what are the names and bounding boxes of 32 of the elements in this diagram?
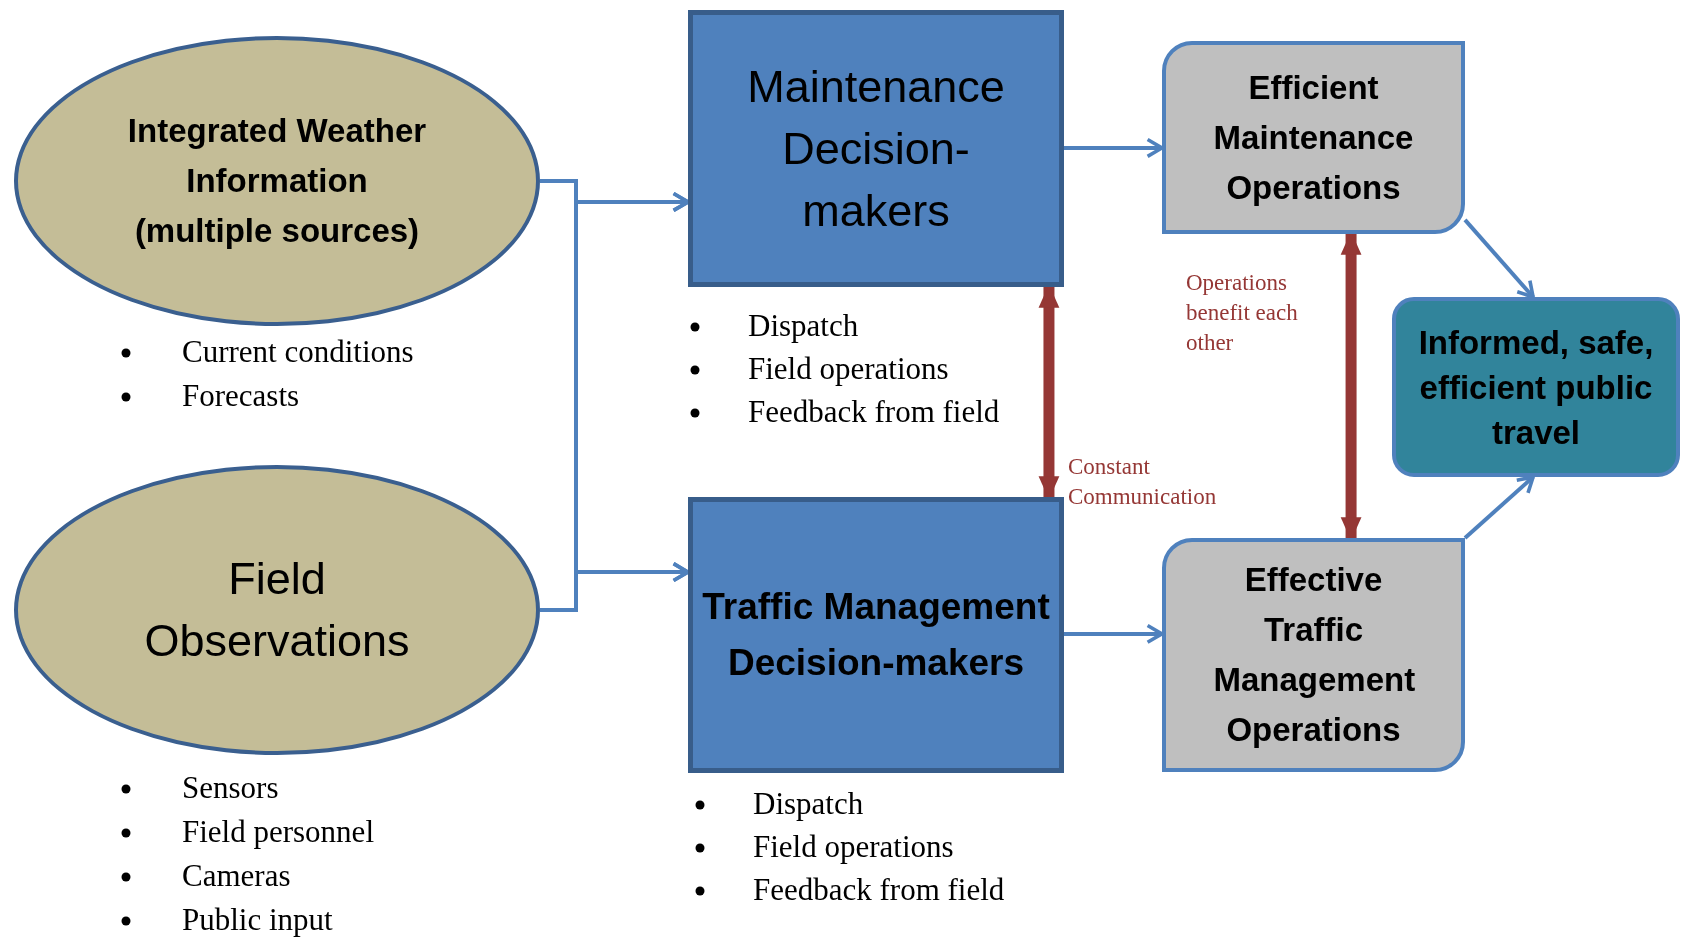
decision-box bbox=[688, 497, 1064, 773]
node-label: Integrated Weather Information (multiple sources) bbox=[126, 111, 428, 251]
arrow bbox=[1064, 137, 1164, 159]
node-label: Efficient Maintenance Operations bbox=[1212, 67, 1415, 208]
bullet-text: Forecasts bbox=[182, 378, 300, 414]
arrow bbox=[1463, 475, 1535, 540]
bullet-text: Field operations bbox=[753, 829, 954, 865]
decision-box bbox=[688, 10, 1064, 287]
bullet-text: Field operations bbox=[748, 351, 949, 387]
double-arrow bbox=[1340, 231, 1362, 541]
bullet-text: Sensors bbox=[182, 770, 279, 806]
arrow bbox=[1064, 623, 1164, 645]
node-label: Informed, safe, efficient public travel bbox=[1417, 322, 1655, 453]
operations-box bbox=[1162, 538, 1465, 772]
bullet-text: Public input bbox=[182, 902, 333, 938]
bullet-text: Feedback from field bbox=[748, 394, 1000, 430]
arrow bbox=[1463, 218, 1535, 299]
bullet-text: Current conditions bbox=[182, 334, 414, 370]
operations-box bbox=[1162, 41, 1465, 234]
bullet-text: Dispatch bbox=[748, 308, 859, 344]
node-label: Field Observations bbox=[143, 552, 411, 668]
outcome-box bbox=[1392, 297, 1680, 477]
arrow bbox=[540, 561, 690, 612]
edge-label: Operations benefit each other bbox=[1186, 269, 1299, 357]
bullet-text: Cameras bbox=[182, 858, 291, 894]
bullet-text: Dispatch bbox=[753, 786, 864, 822]
bullet-text: Feedback from field bbox=[753, 872, 1005, 908]
bullet-text: Field personnel bbox=[182, 814, 374, 850]
node-label: Traffic Management Decision-makers bbox=[701, 585, 1051, 685]
edge-label: Constant Communication bbox=[1068, 453, 1218, 511]
node-label: Effective Traffic Management Operations bbox=[1213, 560, 1414, 750]
node-label: Maintenance Decision-makers bbox=[746, 59, 1006, 238]
